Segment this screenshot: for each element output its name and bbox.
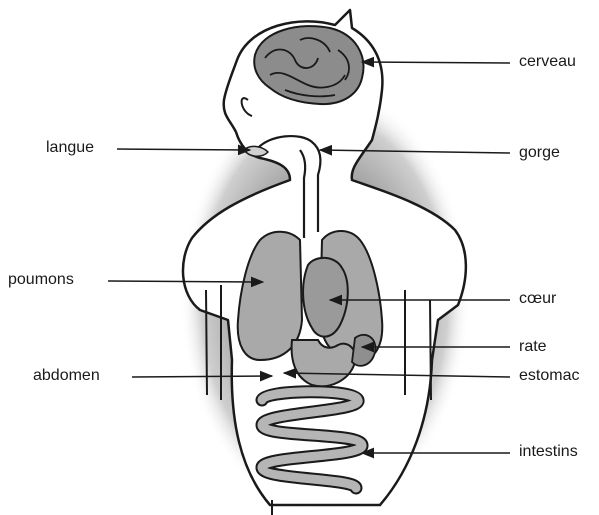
heart-organ bbox=[303, 258, 348, 337]
label-rate: rate bbox=[519, 338, 547, 356]
label-langue: langue bbox=[46, 139, 94, 157]
right-arm-line-2 bbox=[430, 300, 431, 400]
label-cerveau: cerveau bbox=[519, 53, 576, 71]
label-abdomen: abdomen bbox=[33, 367, 100, 385]
label-gorge: gorge bbox=[519, 144, 560, 162]
leader-langue bbox=[117, 149, 250, 150]
label-estomac: estomac bbox=[519, 367, 579, 385]
leader-cerveau bbox=[362, 62, 510, 63]
left-arm-line-2 bbox=[206, 290, 207, 395]
label-intestins: intestins bbox=[519, 443, 578, 461]
label-poumons: poumons bbox=[8, 271, 74, 289]
label-coeur: cœur bbox=[519, 290, 556, 308]
leader-poumons bbox=[108, 281, 263, 282]
leader-abdomen bbox=[132, 376, 272, 377]
